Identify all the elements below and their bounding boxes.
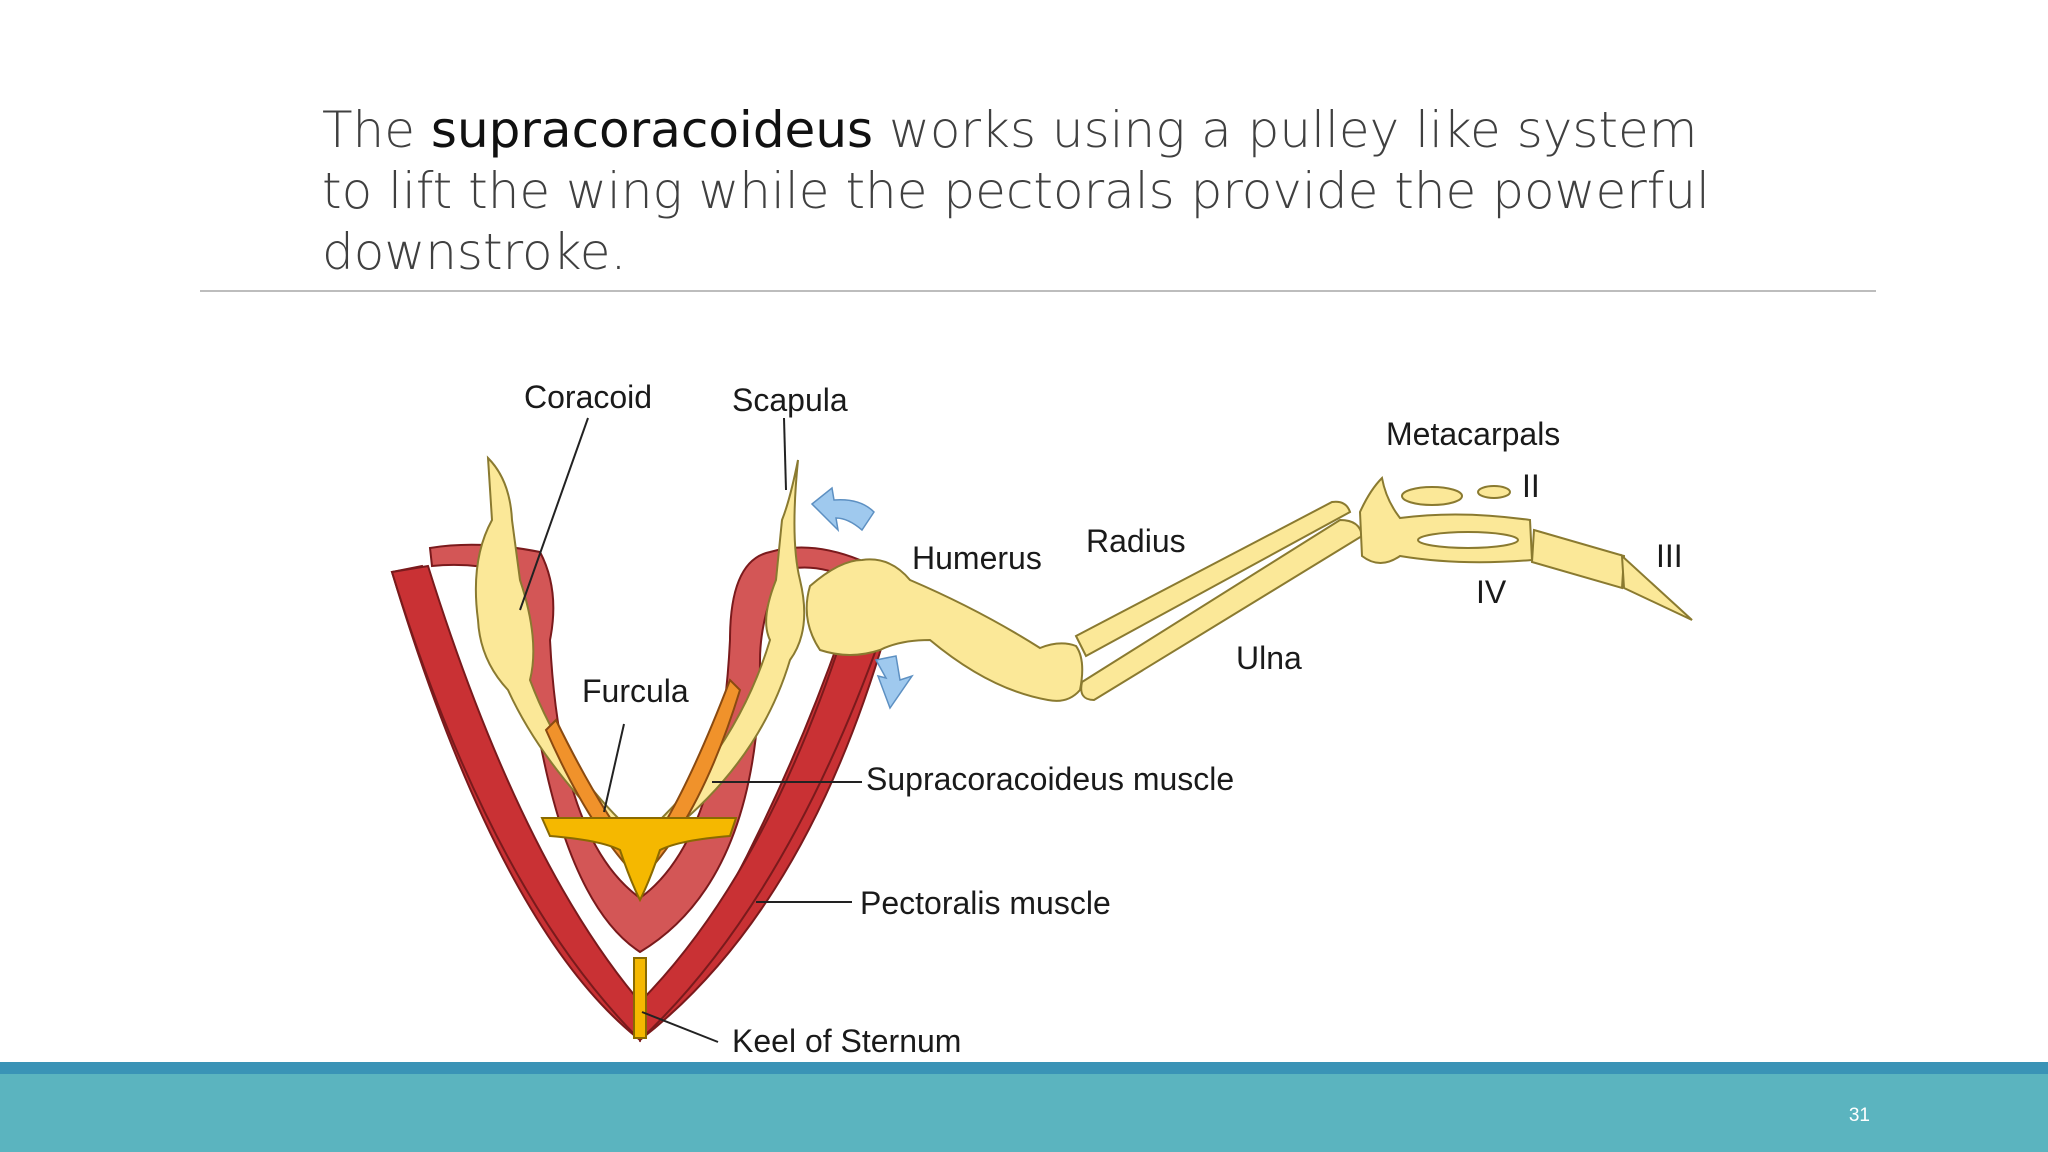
metacarpal-small-shape (1477, 485, 1511, 499)
footer-bar (0, 1074, 2048, 1152)
title-prefix: The (322, 101, 431, 159)
label-supracoracoideus: Supracoracoideus muscle (866, 761, 1234, 797)
humerus-bone (805, 558, 1084, 702)
metacarpal-iv-gap (1417, 531, 1519, 549)
label-metacarpals: Metacarpals (1386, 416, 1560, 452)
label-keel: Keel of Sternum (732, 1023, 961, 1059)
title-suffix: works using a pulley like system to lift… (322, 101, 1710, 281)
label-digit-iii: III (1656, 538, 1683, 574)
label-coracoid: Coracoid (524, 379, 652, 415)
label-scapula: Scapula (732, 382, 848, 418)
digit-bone-1 (1530, 528, 1626, 590)
footer-accent-line (0, 1062, 2048, 1074)
sternum-crest (540, 817, 738, 903)
label-radius: Radius (1086, 523, 1186, 559)
furcula-leader (603, 723, 625, 813)
label-pectoralis: Pectoralis muscle (860, 885, 1111, 921)
label-humerus: Humerus (912, 540, 1042, 576)
label-furcula: Furcula (582, 673, 689, 709)
digit-bone-2 (1620, 553, 1693, 621)
metacarpal-ii-shape (1401, 486, 1463, 506)
coracoid-leader (519, 417, 589, 611)
downstroke-arrow (874, 655, 914, 710)
label-digit-iv: IV (1476, 574, 1507, 610)
scapula-leader (783, 417, 787, 491)
page-number: 31 (1848, 1105, 1870, 1126)
title-emphasis: supracoracoideus (430, 101, 874, 159)
radius-bone (1074, 500, 1352, 658)
slide-title: The supracoracoideus works using a pulle… (322, 100, 1762, 283)
label-ulna: Ulna (1236, 640, 1302, 676)
label-digit-ii: II (1522, 468, 1540, 504)
upstroke-arrow (810, 486, 875, 533)
keel-leader (641, 1011, 719, 1043)
title-divider (200, 290, 1876, 292)
keel-of-sternum-shape (633, 957, 647, 1039)
